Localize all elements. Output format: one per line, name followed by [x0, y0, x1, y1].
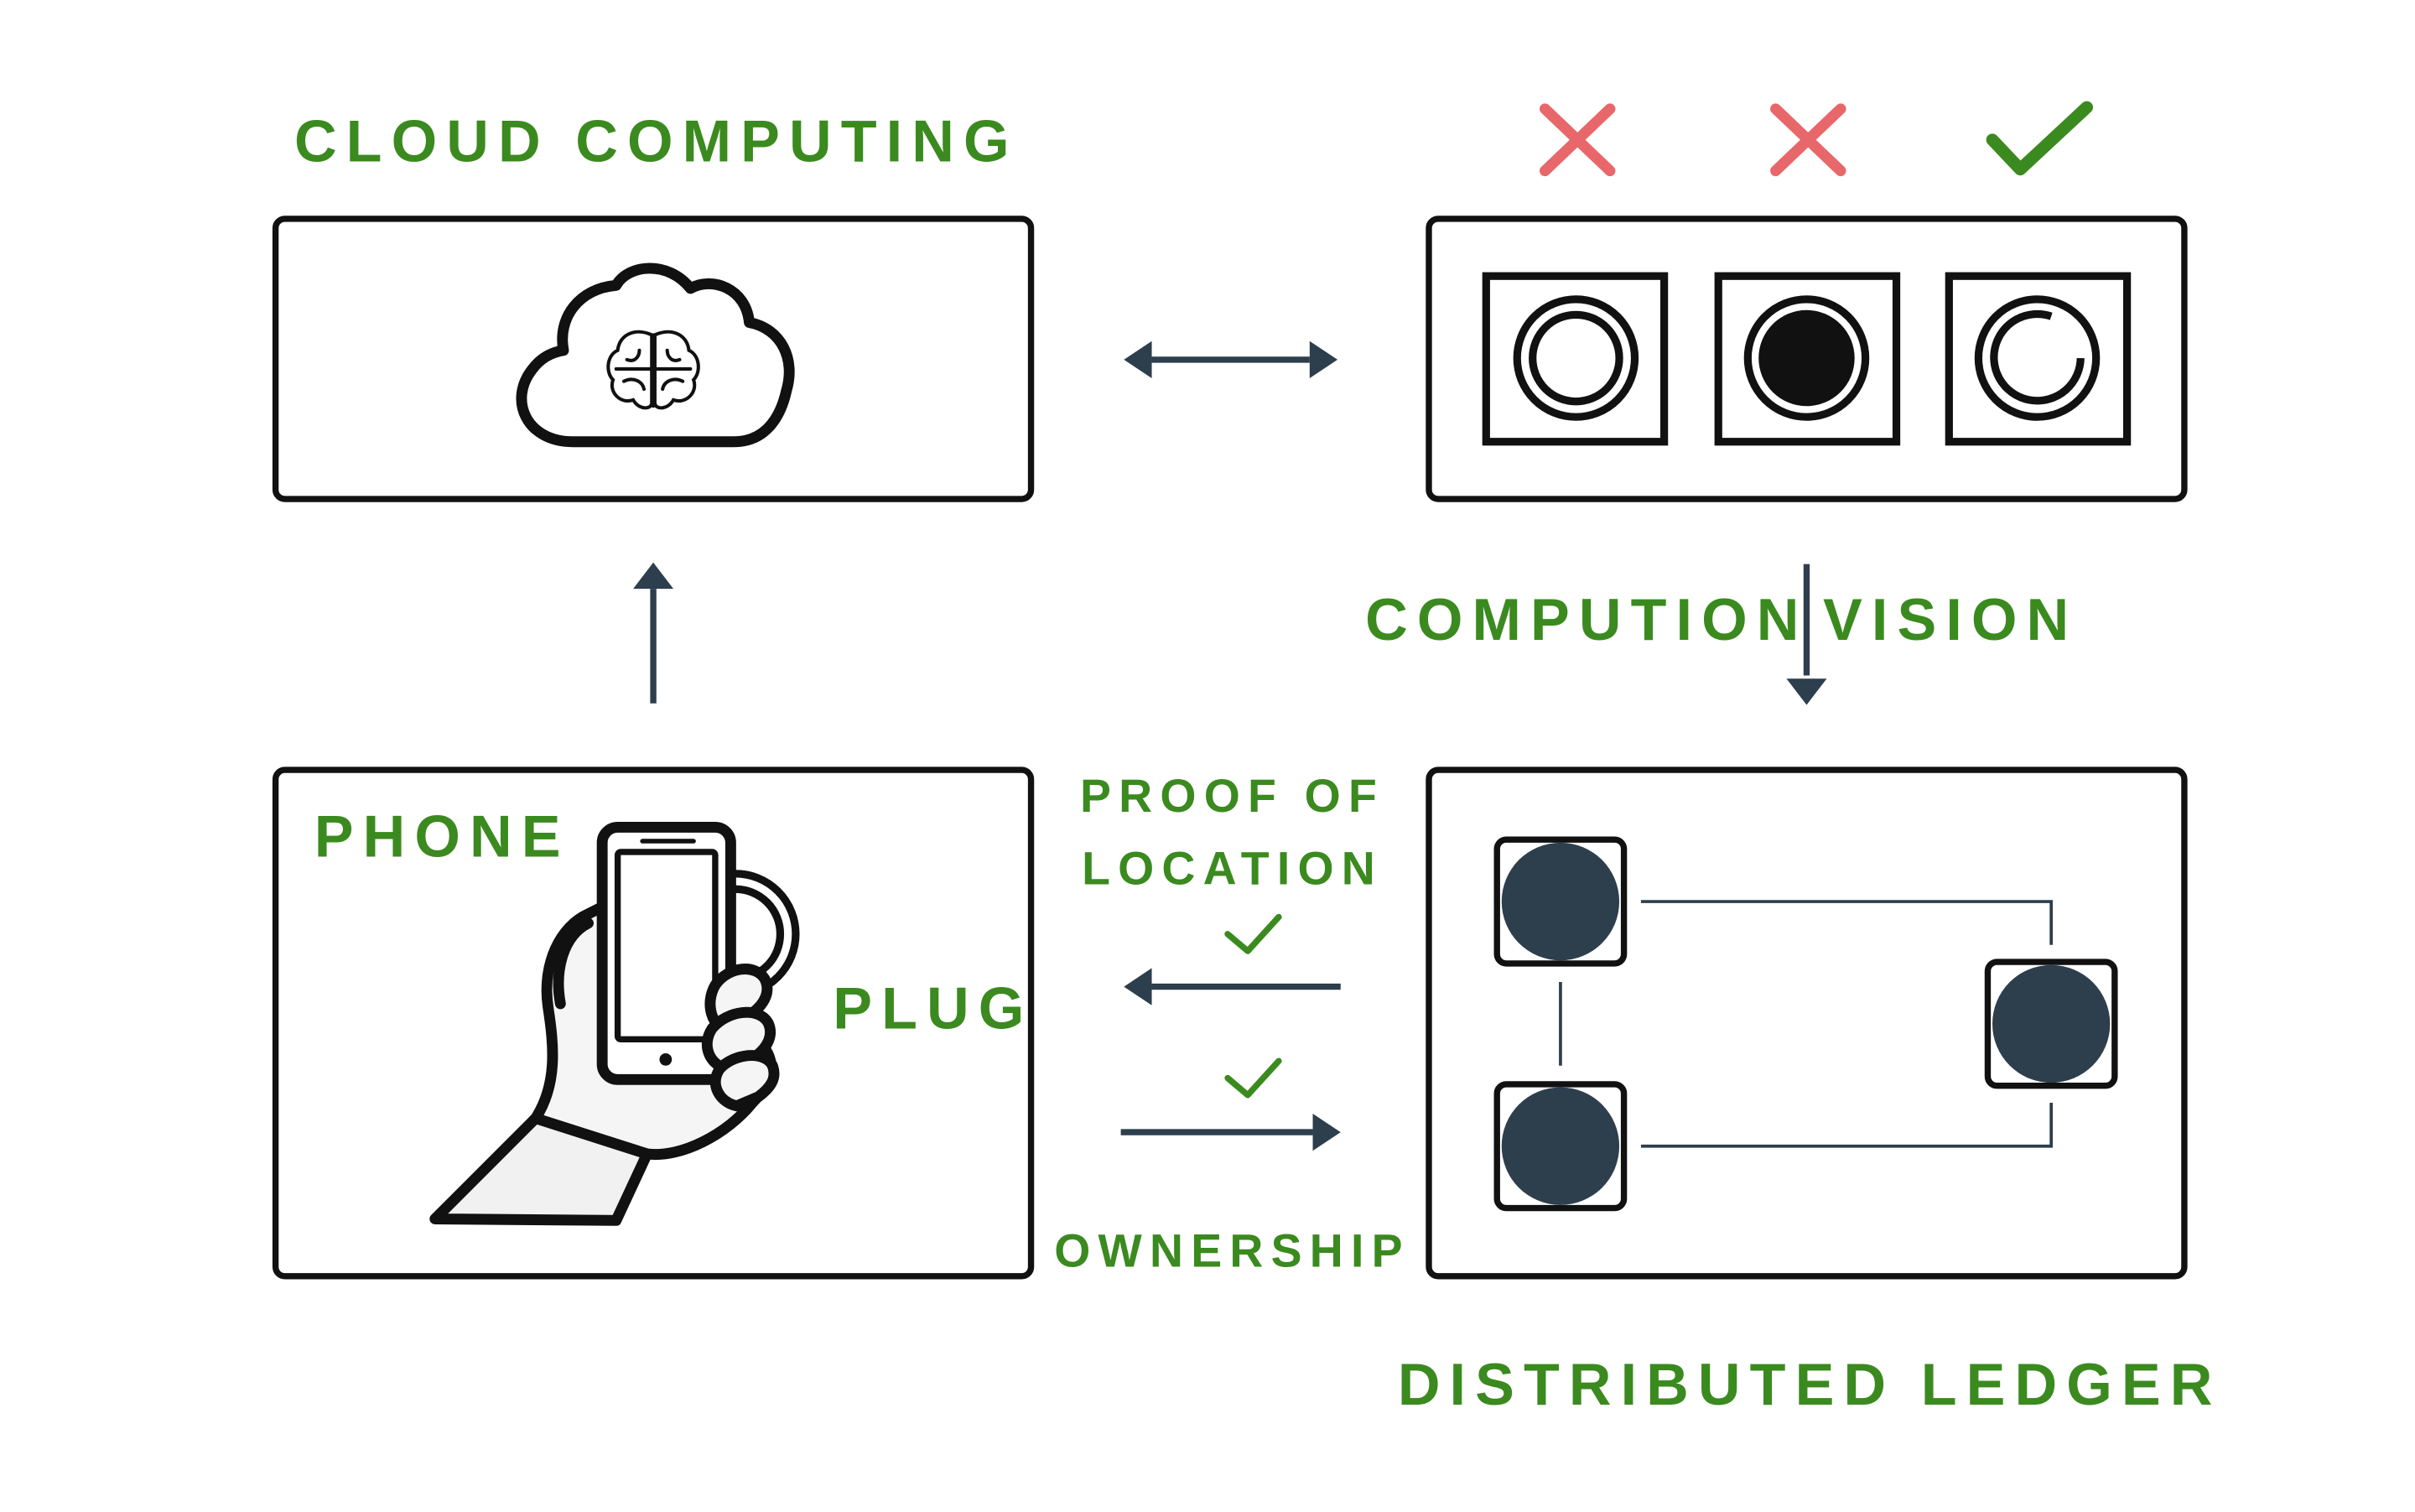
vision-target-3: [1945, 272, 2132, 446]
vision-result-2-cross-icon: [1770, 103, 1846, 177]
vision-label: VISION: [1823, 586, 2078, 652]
compution-label: COMPUTION: [1365, 586, 1808, 652]
proof-of-label: PROOF OF: [1080, 770, 1384, 822]
hand-holding-phone-icon: [429, 821, 780, 1226]
ledger-node-3: [1984, 959, 2118, 1089]
distributed-ledger-title: DISTRIBUTED LEDGER: [1398, 1351, 2222, 1417]
ledger-to-phone-arrow: [1124, 968, 1341, 1005]
cloud-vision-double-arrow: [1124, 340, 1338, 379]
cloud-computing-title: CLOUD COMPUTING: [294, 108, 1019, 174]
phone-to-ledger-arrow: [1120, 1113, 1341, 1151]
ledger-connections: [1559, 900, 2053, 1148]
ledger-node-2: [1493, 1081, 1628, 1212]
vision-target-2: [1714, 272, 1901, 446]
ownership-label: OWNERSHIP: [1054, 1225, 1410, 1277]
plug-label: PLUG: [833, 974, 1033, 1041]
ownership-check-icon: [1224, 1057, 1282, 1099]
cloud-brain-icon: [516, 262, 795, 448]
location-label: LOCATION: [1082, 843, 1383, 895]
vision-result-1-cross-icon: [1540, 103, 1616, 177]
ledger-node-1: [1493, 836, 1628, 967]
vision-to-ledger-arrow: [1786, 564, 1827, 705]
vision-result-3-check-icon: [1986, 101, 2093, 176]
vision-target-1: [1482, 272, 1669, 446]
location-check-icon: [1224, 913, 1282, 954]
phone-label: PHONE: [314, 803, 570, 870]
phone-to-cloud-arrow: [633, 562, 674, 704]
